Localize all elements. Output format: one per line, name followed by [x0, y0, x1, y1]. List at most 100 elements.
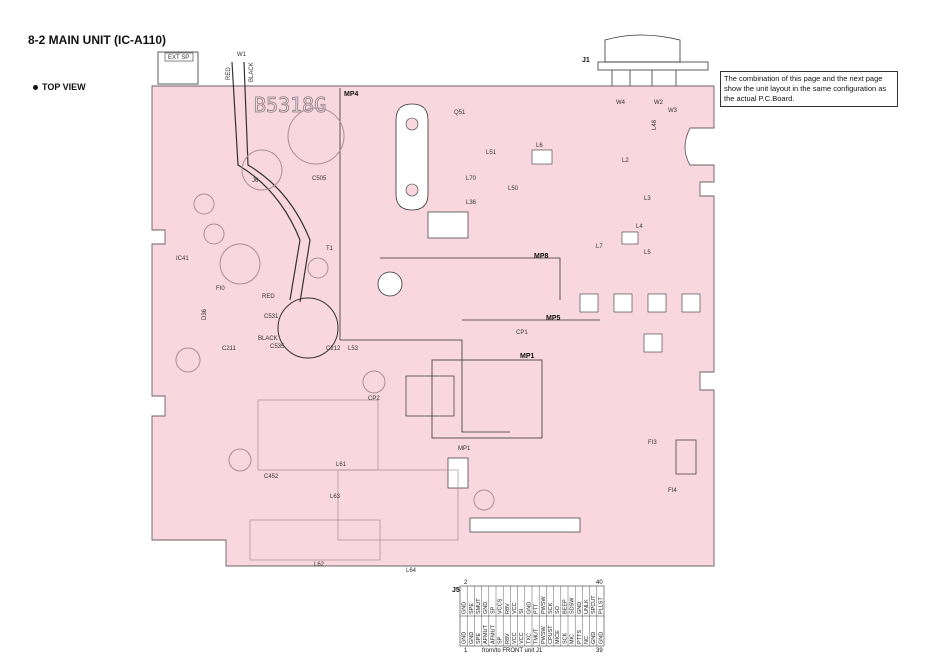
component — [193, 193, 215, 215]
j5-bottom-pin: GND — [469, 632, 475, 644]
filter — [647, 293, 667, 313]
ext-sp-label: EXT SP — [168, 55, 189, 61]
filter — [681, 293, 701, 313]
j5-top-pin: SPE — [469, 603, 475, 614]
pin-2-label: 2 — [464, 580, 468, 586]
j5-top-pin: SMUT — [476, 598, 482, 614]
label-l51: L51 — [486, 150, 497, 156]
component — [377, 271, 403, 297]
component-labels: MP4 Q51 L51 L6 L2 L70 L50 L3 L36 L4 L7 L… — [176, 91, 677, 574]
j5-bottom-pin: VCC — [512, 632, 518, 644]
w4-label: W4 — [616, 100, 626, 106]
j5-top-pin: GND — [526, 602, 532, 614]
mount-hole — [405, 183, 419, 197]
ic-ic41 — [219, 243, 261, 285]
label-c531: C531 — [264, 314, 279, 320]
j5-top-pin: SI — [519, 608, 525, 614]
coil-l6 — [531, 149, 553, 165]
filter — [613, 293, 633, 313]
w2-label: W2 — [654, 100, 664, 106]
label-c211: C211 — [222, 346, 237, 352]
j5-bottom-pin: PWSW — [541, 625, 547, 644]
label-j6: J6 — [252, 178, 259, 184]
component — [307, 257, 329, 279]
capacitor — [241, 149, 283, 191]
j5-caption: from/to FRONT unit J1 — [482, 648, 543, 654]
j5-bottom-pin: TXC — [526, 633, 532, 644]
mount-hole — [405, 117, 419, 131]
label-fi0: FI0 — [216, 286, 225, 292]
block-mp1 — [405, 375, 455, 417]
filter — [579, 293, 599, 313]
j5-top-pin: VCCS — [498, 598, 504, 614]
j5-top-pin: UNLK — [584, 599, 590, 614]
j5-bottom-pin: AFMUT — [490, 624, 496, 644]
label-l4: L4 — [636, 224, 643, 230]
label-cp2: CP2 — [368, 396, 380, 402]
label-t1: T1 — [326, 246, 334, 252]
j5-top-pin: SDSW — [570, 597, 576, 614]
bullet-icon — [33, 85, 38, 91]
component — [175, 347, 201, 373]
j5-pin-table: J5 2 40 1 39 from/to FRONT unit J1 GNDGN… — [452, 580, 604, 654]
j5-top-pin: GND — [577, 602, 583, 614]
label-l70: L70 — [466, 176, 477, 182]
label-d36: D36 — [202, 308, 208, 320]
shield-line-mp4 — [339, 88, 510, 433]
j5-top-pin: SO — [555, 605, 561, 614]
j5-bottom-pin: GND — [598, 632, 604, 644]
j5-bottom-pin: SCK — [562, 632, 568, 644]
pin-1-label: 1 — [464, 648, 468, 654]
coil-l36 — [427, 211, 469, 239]
j5-top-pin: PLLST — [598, 597, 604, 614]
pin-39-label: 39 — [596, 648, 603, 654]
component — [473, 489, 495, 511]
j5-top-pin: SPCUT — [591, 595, 597, 614]
j5-bottom-pin: PTTS — [577, 630, 583, 644]
label-c505: C505 — [312, 176, 327, 182]
w3-label: W3 — [668, 108, 678, 114]
coil-l4 — [621, 231, 639, 245]
label-l63: L63 — [330, 494, 341, 500]
j5-top-pin: R8V — [505, 603, 511, 614]
label-l64: L64 — [406, 568, 417, 574]
j5-top-pin: GND — [462, 602, 468, 614]
label-l5: L5 — [644, 250, 651, 256]
component — [203, 223, 225, 245]
filter-fi3 — [675, 439, 697, 475]
j5-bottom-pin: MICE — [555, 630, 561, 644]
j5-bottom-pin: SP — [498, 636, 504, 644]
label-mp8: MP8 — [534, 253, 549, 260]
j5-label: J5 — [452, 587, 460, 594]
shield-frame — [337, 469, 459, 541]
j5-top-pin: SP — [490, 606, 496, 614]
label-mp1-b: MP1 — [458, 446, 471, 452]
j5-bottom-pin: GND — [591, 632, 597, 644]
view-label: TOP VIEW — [33, 82, 86, 92]
label-mp1: MP1 — [520, 353, 535, 360]
j1-label: J1 — [582, 57, 590, 64]
board-marking: B5318G — [254, 93, 326, 117]
label-c452: C452 — [264, 474, 279, 480]
connector-j5-footprint — [469, 517, 581, 533]
label-l53: L53 — [348, 346, 359, 352]
label-l36: L36 — [466, 200, 477, 206]
capacitor-c535 — [277, 297, 339, 359]
shield-line-mp8 — [380, 257, 561, 300]
j5-bottom-pin: GND — [462, 632, 468, 644]
j5-top-pin: VCC — [512, 602, 518, 614]
j5-bottom-pin: TMUT — [534, 628, 540, 644]
j5-top-pin: GND — [483, 602, 489, 614]
capacitor-large — [287, 107, 345, 165]
j5-top-pin: PTT — [534, 603, 540, 614]
label-l50: L50 — [508, 186, 519, 192]
label-l62: L62 — [314, 562, 325, 568]
label-cp1: CP1 — [516, 330, 528, 336]
j5-top-pin: PWSW — [541, 595, 547, 614]
page-title: 8-2 MAIN UNIT (IC-A110) — [28, 33, 167, 47]
view-label-text: TOP VIEW — [42, 82, 86, 92]
label-c535: C535 — [270, 344, 285, 350]
label-l2: L2 — [622, 158, 629, 164]
shield-frame — [257, 399, 379, 471]
